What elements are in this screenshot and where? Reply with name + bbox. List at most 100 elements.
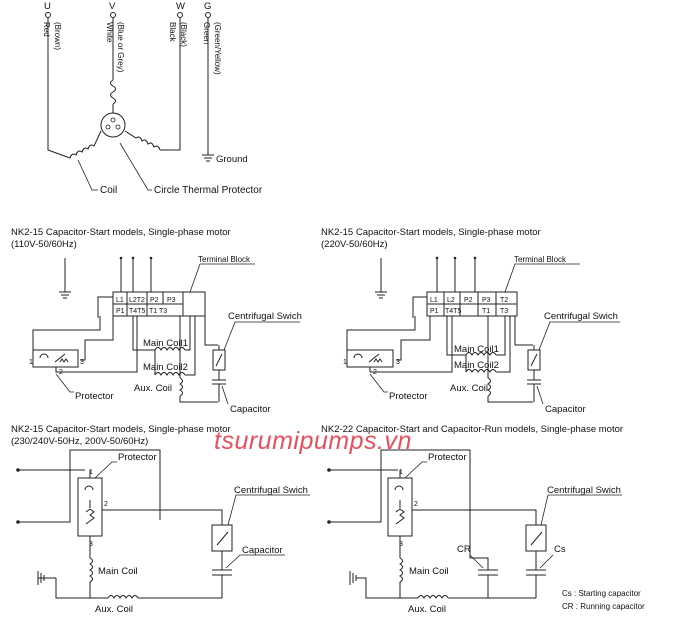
d3-node-3: 3	[89, 541, 93, 548]
d2-title: NK2-15 Capacitor-Start models, Single-ph…	[321, 227, 541, 238]
d2-centrifugal-label: Centrifugal Swich	[544, 311, 618, 322]
terminal-g: G	[204, 1, 211, 12]
d1-t1t3: T1 T3	[149, 308, 167, 315]
wire-w-alt: (Black)	[179, 22, 188, 47]
d4-main-coil-label: Main Coil	[409, 566, 449, 577]
d1-p1: P1	[116, 308, 125, 315]
d1-centrifugal-switch-icon	[215, 353, 223, 367]
watermark-text: tsurumipumps.vn	[214, 427, 412, 455]
d2-l2: L2	[447, 297, 455, 304]
d1-t4t5: T4T5	[129, 308, 145, 315]
d3-centrifugal-label: Centrifugal Swich	[234, 485, 308, 496]
diagram-110v: NK2-15 Capacitor-Start models, Single-ph…	[11, 227, 302, 415]
d4-cs-label: Cs	[554, 544, 566, 555]
d4-cr-label: CR	[457, 544, 471, 555]
d4-aux-coil-icon	[417, 595, 449, 599]
d3-main-coil-label: Main Coil	[98, 566, 138, 577]
d4-aux-coil-label: Aux. Coil	[408, 604, 446, 615]
d3-node-1: 1	[89, 469, 93, 476]
d1-subtitle: (110V-50/60Hz)	[11, 239, 77, 250]
d3-aux-coil-label: Aux. Coil	[95, 604, 133, 615]
d1-centrifugal-label: Centrifugal Swich	[228, 311, 302, 322]
d1-main-coil2-label: Main Coil2	[143, 362, 188, 373]
d1-protector-label: Protector	[75, 391, 114, 402]
d3-capacitor-label: Capacitor	[242, 545, 283, 556]
d1-protector-icon	[39, 353, 69, 363]
d3-subtitle: (230/240V-50Hz, 200V-50/60Hz)	[11, 436, 148, 447]
d3-node-2: 2	[104, 501, 108, 508]
d3-title: NK2-15 Capacitor-Start models, Single-ph…	[11, 424, 231, 435]
terminal-w: W	[176, 1, 185, 12]
d3-aux-coil-icon	[107, 595, 139, 599]
d2-node-3: 3	[396, 359, 400, 366]
d2-subtitle: (220V-50/60Hz)	[321, 239, 388, 250]
thermal-protector-label: Circle Thermal Protector	[154, 185, 263, 196]
d1-node-3: 3	[80, 359, 84, 366]
d1-l2t2: L2T2	[129, 297, 145, 304]
d1-title: NK2-15 Capacitor-Start models, Single-ph…	[11, 227, 231, 238]
d4-legend-cr: CR : Running capacitor	[562, 602, 645, 611]
d2-main-coil1-icon	[465, 352, 497, 356]
wire-w-color: Black	[168, 22, 177, 43]
d4-main-coil-icon	[399, 557, 403, 583]
d1-l1: L1	[116, 297, 124, 304]
d2-t3: T3	[500, 308, 508, 315]
d4-centrifugal-label: Centrifugal Swich	[547, 485, 621, 496]
d2-main-coil2-label: Main Coil2	[454, 360, 499, 371]
d2-aux-coil-label: Aux. Coil	[450, 383, 488, 394]
wire-u-color: Red	[42, 22, 51, 37]
d4-node-3: 3	[399, 541, 403, 548]
d2-main-coil2-icon	[465, 369, 497, 373]
d4-node-1: 1	[399, 469, 403, 476]
d2-protector-label: Protector	[389, 391, 428, 402]
d4-title: NK2-22 Capacitor-Start and Capacitor-Run…	[321, 424, 623, 435]
d2-centrifugal-switch-icon	[530, 353, 538, 367]
d2-t1: T1	[482, 308, 490, 315]
diagram-220v: NK2-15 Capacitor-Start models, Single-ph…	[321, 227, 620, 415]
terminal-u: U	[44, 1, 51, 12]
d1-p2: P2	[150, 297, 159, 304]
d2-l1: L1	[430, 297, 438, 304]
d2-p2: P2	[464, 297, 473, 304]
d2-capacitor-label: Capacitor	[545, 404, 586, 415]
d2-terminal-block-label: Terminal Block	[514, 255, 567, 264]
d2-p1: P1	[430, 308, 439, 315]
d1-capacitor-label: Capacitor	[230, 404, 271, 415]
d2-t2: T2	[500, 297, 508, 304]
w-coil-icon	[124, 130, 161, 151]
d2-main-coil1-label: Main Coil1	[454, 344, 499, 355]
d1-node-1: 1	[29, 359, 33, 366]
d4-legend-cs: Cs : Starting capacitor	[562, 589, 641, 598]
v-coil-icon	[110, 79, 116, 105]
ground-icon	[202, 154, 214, 162]
wire-u-alt: (Brown)	[53, 22, 62, 50]
d3-protector-label: Protector	[118, 452, 157, 463]
d1-aux-coil-label: Aux. Coil	[134, 383, 172, 394]
d1-main-coil1-label: Main Coil1	[143, 338, 188, 349]
d4-protector-icon	[394, 485, 405, 525]
diagram-nk2-22: NK2-22 Capacitor-Start and Capacitor-Run…	[321, 424, 645, 615]
wire-g-alt: (Green/Yellow)	[213, 22, 222, 75]
ground-label: Ground	[216, 154, 248, 165]
u-coil-icon	[69, 130, 102, 159]
d2-protector-icon	[353, 353, 383, 363]
d4-node-2: 2	[414, 501, 418, 508]
d4-centrifugal-switch-icon	[530, 531, 543, 546]
d2-node-1: 1	[343, 359, 347, 366]
d1-terminal-block-label: Terminal Block	[198, 255, 251, 264]
motor-terminal-diagram: U V W G Red (Brown) White (Blue or Grey)…	[42, 1, 263, 196]
d3-protector-icon	[84, 485, 95, 525]
d2-p3: P3	[482, 297, 491, 304]
wire-g-color: Green	[202, 22, 211, 44]
d3-main-coil-icon	[89, 557, 93, 583]
d4-protector-label: Protector	[428, 452, 467, 463]
terminal-v: V	[109, 1, 116, 12]
wire-v-alt: (Blue or Grey)	[116, 22, 125, 73]
d1-p3: P3	[167, 297, 176, 304]
d1-aux-coil-icon	[179, 377, 183, 397]
thermal-protector-icon	[100, 112, 126, 138]
coil-label: Coil	[100, 185, 117, 196]
diagram-230v: NK2-15 Capacitor-Start models, Single-ph…	[11, 424, 310, 615]
d2-aux-coil-icon	[487, 377, 491, 397]
